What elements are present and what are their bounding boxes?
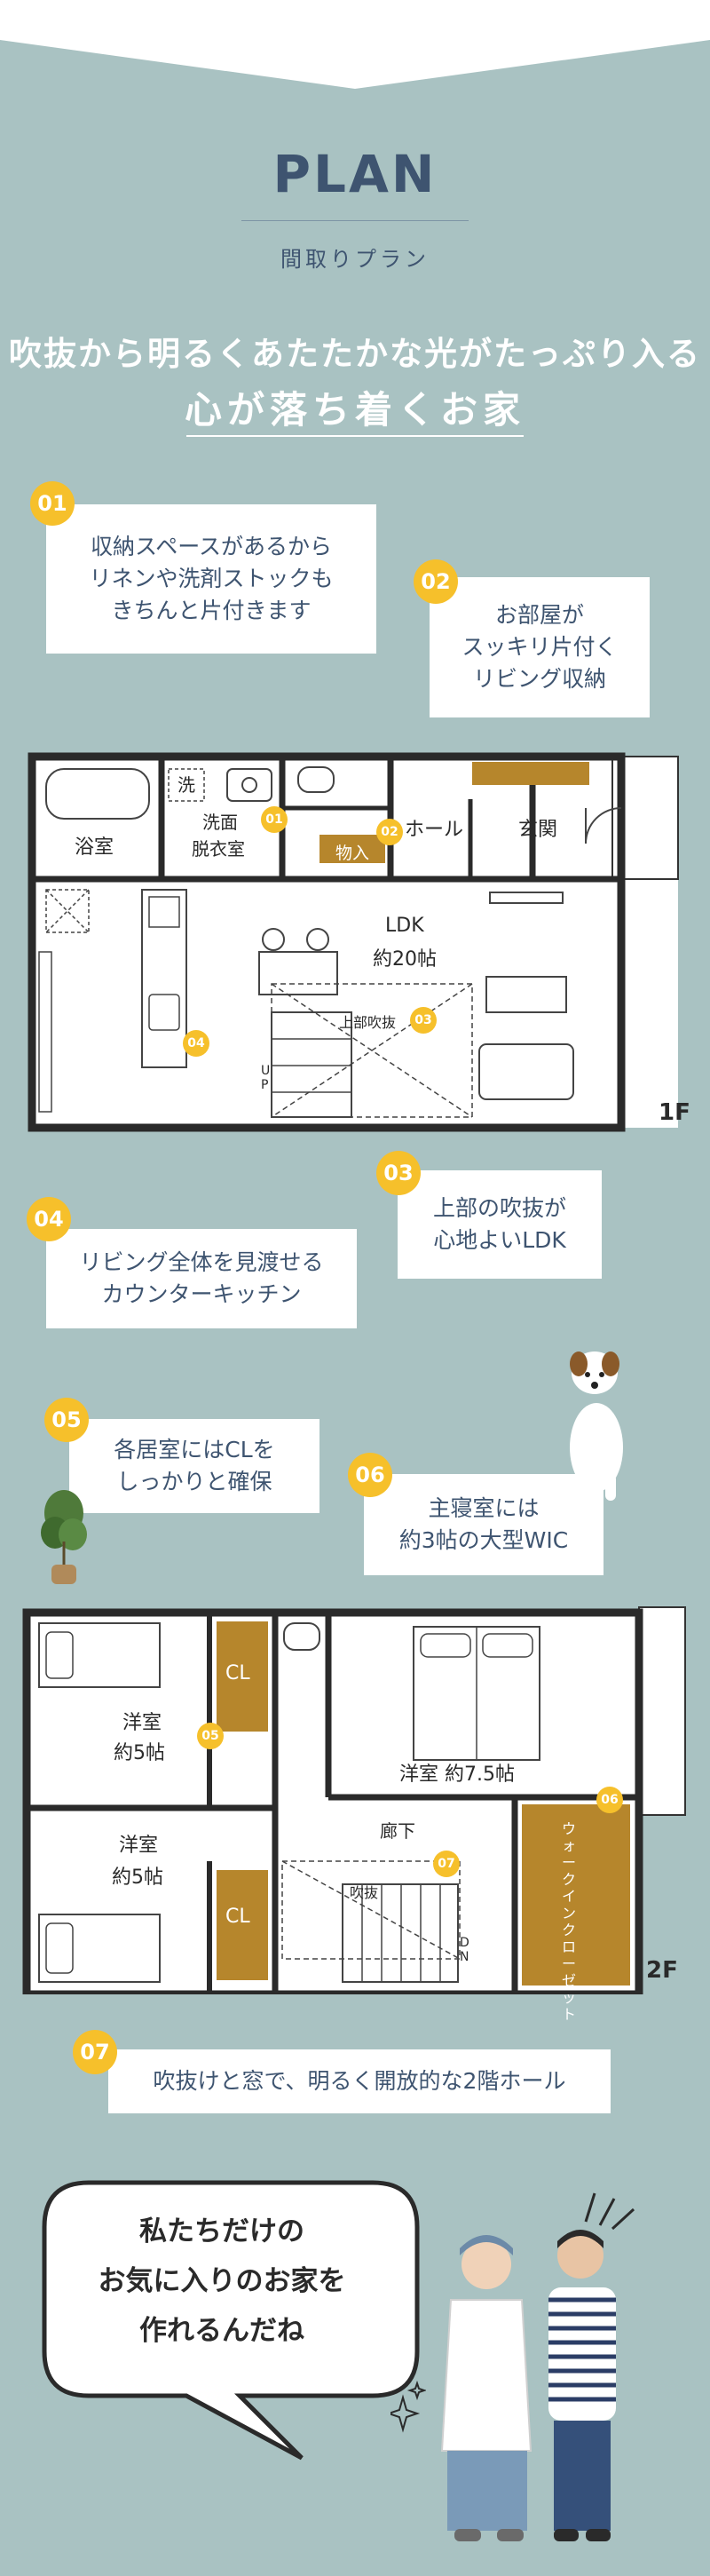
floor-label-1f: 1F <box>659 1099 690 1126</box>
floor-label-2f: 2F <box>646 1957 678 1984</box>
headline-line-1: 吹抜から明るくあたたかな光がたっぷり入る <box>9 335 701 373</box>
section-subtitle: 間取りプラン <box>280 247 430 272</box>
stairs-down-label: DN <box>460 1936 469 1964</box>
room-label-hallway: 廊下 <box>380 1820 415 1842</box>
feature-04-callout: リビング全体を見渡せる カウンターキッチン <box>46 1229 357 1328</box>
feature-01-badge: 01 <box>30 481 75 526</box>
section-title: PLAN <box>272 144 438 204</box>
plan-marker-01: 01 <box>261 806 288 833</box>
room-label-atrium-2f: 吹抜 <box>350 1884 379 1901</box>
couple-illustration <box>440 2230 616 2541</box>
room-label-ldk: LDK <box>385 915 424 937</box>
feature-06-line: 約3帖の大型WIC <box>398 1527 569 1553</box>
speech-line: お気に入りのお家を <box>98 2265 346 2297</box>
feature-02-line: お部屋が <box>494 602 584 628</box>
feature-05-badge: 05 <box>44 1398 89 1442</box>
room-label-bath: 浴室 <box>75 836 114 859</box>
speech-line: 作れるんだね <box>139 2315 304 2347</box>
sparkle-icon <box>390 2380 426 2433</box>
top-notch <box>0 0 710 89</box>
room-label-washroom-1: 洗面 <box>202 812 238 833</box>
room-label-closet-1: CL <box>225 1662 250 1684</box>
room-label-western-room-1: 洋室 <box>122 1712 162 1734</box>
feature-03-badge: 03 <box>376 1151 421 1195</box>
feature-04-badge: 04 <box>27 1197 71 1241</box>
feature-03-callout: 上部の吹抜が 心地よいLDK <box>398 1170 602 1279</box>
plan-marker-03: 03 <box>410 1007 437 1034</box>
feature-02-line: リビング収納 <box>472 666 606 692</box>
room-label-laundry: 洗 <box>178 774 195 796</box>
headline-underline <box>186 435 524 437</box>
floor-plan-2f <box>22 1606 686 1994</box>
room-label-closet-2: CL <box>225 1906 250 1928</box>
feature-03-line: 上部の吹抜が <box>432 1195 566 1221</box>
title-divider <box>241 220 469 221</box>
feature-04-line: リビング全体を見渡せる <box>79 1249 324 1275</box>
plan-marker-02: 02 <box>376 819 403 845</box>
plant-illustration <box>41 1490 87 1584</box>
plan-marker-07: 07 <box>433 1851 460 1877</box>
feature-01-line: リネンや洗剤ストックも <box>89 566 334 591</box>
feature-07-callout: 吹抜けと窓で、明るく開放的な2階ホール <box>108 2049 611 2113</box>
feature-01-line: きちんと片付きます <box>111 598 312 623</box>
room-label-master-bedroom: 洋室 約7.5帖 <box>399 1764 515 1786</box>
feature-06-line: 主寝室には <box>428 1495 540 1521</box>
feature-06-callout: 主寝室には 約3帖の大型WIC <box>364 1474 604 1575</box>
feature-01-line: 収納スペースがあるから <box>90 534 332 559</box>
speech-bubble <box>42 2180 420 2461</box>
stairs-up-label: UP <box>261 1064 271 1092</box>
emphasis-lines-icon <box>584 2192 635 2231</box>
room-label-walk-in-closet: ウォークインクローゼット <box>561 1820 576 2023</box>
feature-05-line: しっかりと確保 <box>116 1469 272 1494</box>
feature-07-line: 吹抜けと窓で、明るく開放的な2階ホール <box>153 2068 566 2094</box>
room-label-ldk-size: 約20帖 <box>373 948 437 971</box>
feature-04-line: カウンターキッチン <box>101 1281 302 1307</box>
room-label-western-room-2: 洋室 <box>119 1835 159 1857</box>
feature-02-badge: 02 <box>414 559 458 604</box>
room-label-entrance: 玄関 <box>518 819 558 841</box>
room-label-western-room-1-size: 約5帖 <box>114 1742 165 1764</box>
plan-marker-05: 05 <box>197 1723 224 1749</box>
plan-marker-04: 04 <box>183 1030 209 1057</box>
dog-illustration <box>570 1351 623 1501</box>
room-label-storage: 物入 <box>335 844 370 863</box>
headline-line-2: 心が落ち着くお家 <box>184 388 525 432</box>
feature-05-line: 各居室にはCLを <box>114 1437 275 1462</box>
speech-line: 私たちだけの <box>139 2215 304 2247</box>
feature-01-callout: 収納スペースがあるから リネンや洗剤ストックも きちんと片付きます <box>46 504 376 654</box>
plan-marker-06: 06 <box>596 1787 623 1813</box>
feature-02-callout: お部屋が スッキリ片付く リビング収納 <box>430 577 650 717</box>
feature-07-badge: 07 <box>73 2030 117 2074</box>
feature-03-line: 心地よいLDK <box>433 1227 566 1253</box>
floor-plan-1f <box>28 752 679 1132</box>
feature-06-badge: 06 <box>348 1453 392 1497</box>
room-label-western-room-2-size: 約5帖 <box>112 1867 163 1889</box>
feature-05-callout: 各居室にはCLを しっかりと確保 <box>69 1419 320 1513</box>
room-label-washroom-2: 脱衣室 <box>192 838 245 860</box>
speech-text: 私たちだけの お気に入りのお家を 作れるんだね <box>62 2207 382 2356</box>
feature-02-line: スッキリ片付く <box>462 634 618 660</box>
room-label-hall: ホール <box>405 819 464 841</box>
room-label-atrium: 上部吹抜 <box>339 1014 397 1031</box>
